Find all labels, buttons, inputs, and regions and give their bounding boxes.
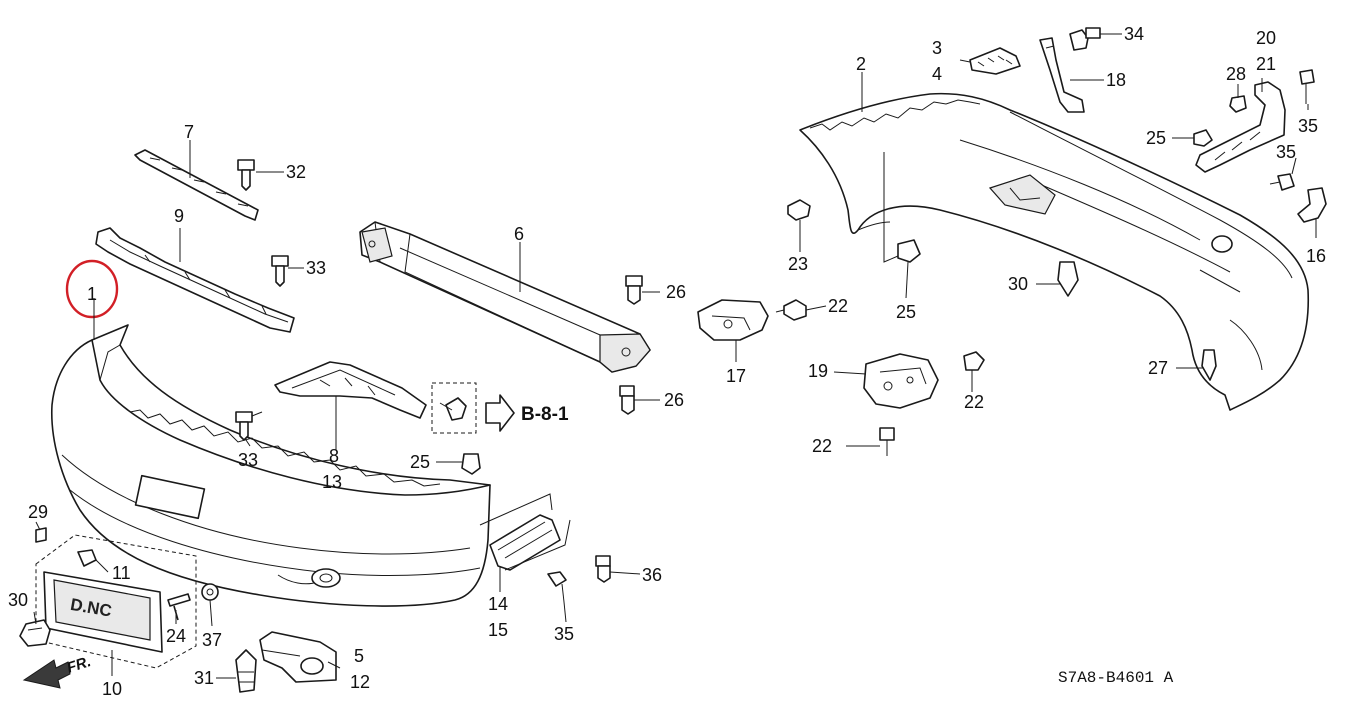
callout-5[interactable]: 5 <box>354 646 364 666</box>
highlight-circle <box>65 259 119 319</box>
part-8-side-bracket <box>274 361 427 419</box>
front-bumper-face <box>50 324 491 607</box>
callout-26-lower[interactable]: 26 <box>664 390 684 410</box>
callout-22-right[interactable]: 22 <box>964 392 984 412</box>
bolt-35-top <box>1299 69 1315 104</box>
bolt-23 <box>787 199 811 221</box>
callout-6[interactable]: 6 <box>514 224 524 244</box>
bolt-35-lower <box>547 571 567 603</box>
callout-27[interactable]: 27 <box>1148 358 1168 378</box>
clip-25-side <box>1193 129 1213 147</box>
callout-15[interactable]: 15 <box>488 620 508 640</box>
callout-23[interactable]: 23 <box>788 254 808 274</box>
callout-31[interactable]: 31 <box>194 668 214 688</box>
callout-9[interactable]: 9 <box>174 206 184 226</box>
callout-21[interactable]: 21 <box>1256 54 1276 74</box>
callout-19[interactable]: 19 <box>808 361 828 381</box>
clip-27 <box>1201 349 1217 381</box>
callout-4[interactable]: 4 <box>932 64 942 84</box>
license-plate-assembly: D.NC <box>19 527 219 669</box>
callout-26-upper[interactable]: 26 <box>666 282 686 302</box>
callout-14[interactable]: 14 <box>488 594 508 614</box>
callout-24[interactable]: 24 <box>166 626 186 646</box>
part-3-mount <box>969 47 1021 75</box>
callout-16[interactable]: 16 <box>1306 246 1326 266</box>
callout-10[interactable]: 10 <box>102 679 122 699</box>
callout-1[interactable]: 1 <box>87 284 97 304</box>
callout-13[interactable]: 13 <box>322 472 342 492</box>
callout-30-front[interactable]: 30 <box>8 590 28 610</box>
bolt-26-upper <box>625 275 643 305</box>
part-5-fog-cover <box>259 631 337 683</box>
callout-22-lower[interactable]: 22 <box>812 436 832 456</box>
bolt-33-lower <box>235 411 263 441</box>
bolt-22-upper <box>775 299 807 321</box>
leader-lines <box>33 33 1317 679</box>
clip-31 <box>235 649 257 693</box>
part-9-absorber <box>95 227 295 333</box>
callout-2[interactable]: 2 <box>856 54 866 74</box>
callout-11[interactable]: 11 <box>112 563 131 583</box>
callout-29[interactable]: 29 <box>28 502 48 522</box>
callout-7[interactable]: 7 <box>184 122 194 142</box>
callout-32[interactable]: 32 <box>286 162 306 182</box>
bolt-33-upper <box>271 255 289 287</box>
diagram-code: S7A8-B4601 A <box>1058 669 1174 687</box>
clip-25-front <box>461 453 481 475</box>
nut-28 <box>1229 95 1247 113</box>
part-17-bracket <box>697 299 769 341</box>
part-18-bracket <box>1039 37 1085 113</box>
direction-label: FR. <box>65 653 93 677</box>
callout-3[interactable]: 3 <box>932 38 942 58</box>
callout-25-front[interactable]: 25 <box>410 452 430 472</box>
clip-30-rear <box>1057 261 1079 297</box>
part-14-side-spacer <box>479 493 571 571</box>
callout-34[interactable]: 34 <box>1124 24 1144 44</box>
callout-33-lower[interactable]: 33 <box>238 450 258 470</box>
part-7-upper-strip <box>134 149 259 221</box>
bolt-35-middle <box>1269 173 1295 191</box>
callout-25-side[interactable]: 25 <box>1146 128 1166 148</box>
callout-12[interactable]: 12 <box>350 672 370 692</box>
bolt-26-lower <box>619 385 635 415</box>
callout-20[interactable]: 20 <box>1256 28 1276 48</box>
reference-label[interactable]: B-8-1 <box>521 404 569 425</box>
callout-35-top[interactable]: 35 <box>1298 116 1318 136</box>
part-19-bracket <box>863 353 939 409</box>
bolt-22-lower <box>879 427 895 456</box>
part-6-reinforcement-beam <box>359 221 651 373</box>
callout-28[interactable]: 28 <box>1226 64 1246 84</box>
callout-37[interactable]: 37 <box>202 630 222 650</box>
reference-arrow-group: B-8-1 <box>431 382 569 434</box>
callout-25-rear[interactable]: 25 <box>896 302 916 322</box>
bolt-34 <box>1069 27 1101 51</box>
callout-8[interactable]: 8 <box>329 446 339 466</box>
callout-35-lower[interactable]: 35 <box>554 624 574 644</box>
callout-36[interactable]: 36 <box>642 565 662 585</box>
front-direction-arrow: FR. <box>22 653 93 689</box>
callout-17[interactable]: 17 <box>726 366 746 386</box>
clip-25-rear <box>897 239 921 263</box>
fasteners <box>235 27 1315 693</box>
callout-18[interactable]: 18 <box>1106 70 1126 90</box>
bolt-32 <box>237 159 255 191</box>
bolt-22-right <box>963 351 985 382</box>
part-16-clip <box>1297 187 1327 223</box>
callouts: 1 2 3 4 5 6 7 8 9 10 11 12 13 14 15 16 1… <box>8 24 1326 699</box>
callout-30-rear[interactable]: 30 <box>1008 274 1028 294</box>
callout-22-upper[interactable]: 22 <box>828 296 848 316</box>
rear-bumper-face <box>799 92 1310 411</box>
callout-33-upper[interactable]: 33 <box>306 258 326 278</box>
callout-35-middle[interactable]: 35 <box>1276 142 1296 162</box>
bolt-36 <box>595 555 611 583</box>
part-21-side-bracket <box>1195 81 1286 173</box>
